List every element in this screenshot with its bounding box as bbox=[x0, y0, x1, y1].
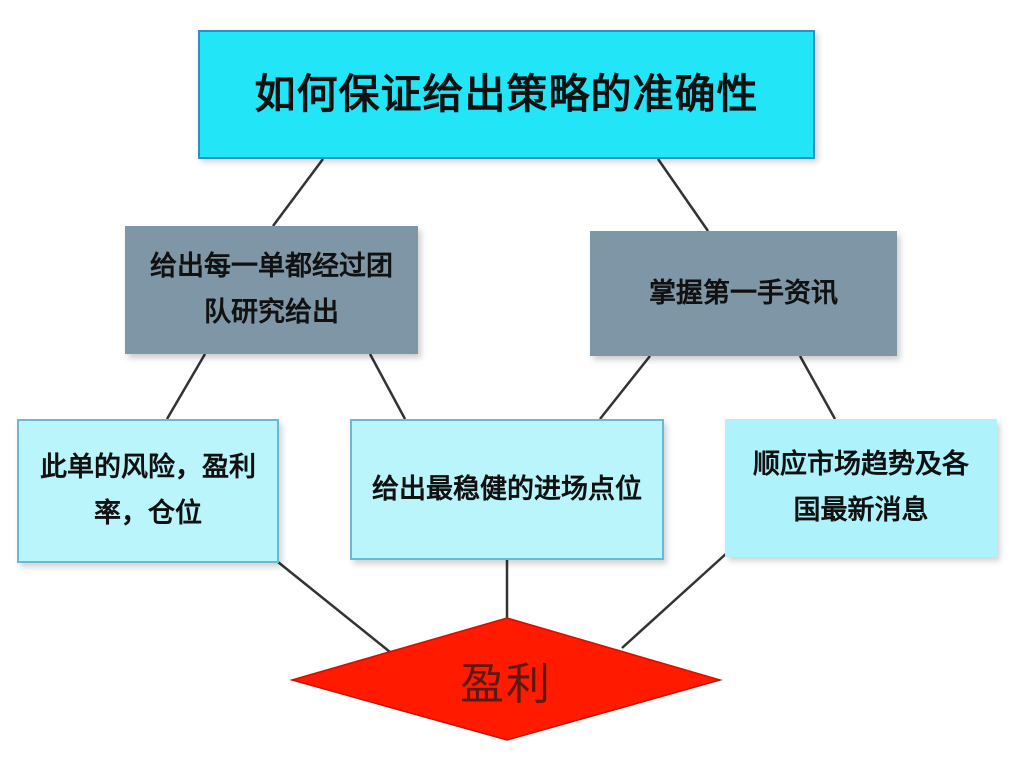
branch-node-first-hand-info: 掌握第一手资讯 bbox=[590, 231, 897, 356]
connector-title-left bbox=[271, 158, 325, 227]
leaf-text-market-trend: 顺应市场趋势及各国最新消息 bbox=[753, 449, 969, 526]
connector-title-right bbox=[656, 158, 710, 232]
connector-leaf3-outcome bbox=[621, 551, 729, 649]
connector-leaf1-outcome bbox=[277, 561, 391, 653]
connector-right-leaf2 bbox=[599, 355, 651, 420]
leaf-text-entry-point: 给出最稳健的进场点位 bbox=[372, 473, 642, 505]
outcome-diamond bbox=[289, 617, 723, 741]
leaf-text-risk-profit-position: 此单的风险，盈利率，仓位 bbox=[40, 452, 256, 529]
outcome-label: 盈利 bbox=[460, 659, 552, 710]
branch-node-team-research: 给出每一单都经过团队研究给出 bbox=[125, 226, 418, 354]
title-text: 如何保证给出策略的准确性 bbox=[254, 69, 759, 118]
connector-left-leaf1 bbox=[165, 353, 207, 420]
title-node: 如何保证给出策略的准确性 bbox=[198, 30, 815, 159]
connector-left-leaf2 bbox=[368, 353, 407, 420]
leaf-node-entry-point: 给出最稳健的进场点位 bbox=[350, 419, 664, 560]
connector-right-leaf3 bbox=[798, 355, 837, 420]
leaf-node-market-trend: 顺应市场趋势及各国最新消息 bbox=[725, 419, 997, 557]
branch-text-first-hand-info: 掌握第一手资讯 bbox=[649, 277, 838, 309]
leaf-node-risk-profit-position: 此单的风险，盈利率，仓位 bbox=[17, 419, 279, 563]
branch-text-team-research: 给出每一单都经过团队研究给出 bbox=[150, 251, 393, 328]
